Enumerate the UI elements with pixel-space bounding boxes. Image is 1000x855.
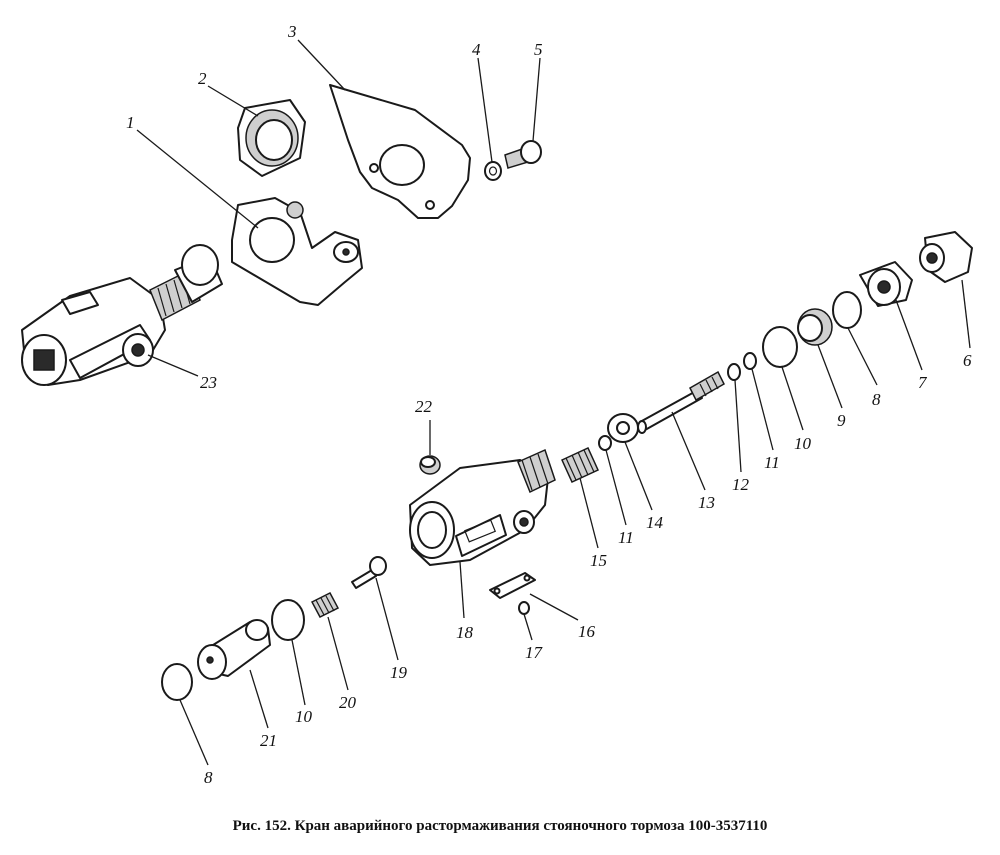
label-part-5: 5 — [534, 40, 543, 59]
part-3-plate — [329, 84, 471, 219]
label-part-15: 15 — [590, 551, 607, 570]
part-13-shaft — [637, 370, 725, 434]
label-part-3: 3 — [287, 22, 297, 41]
label-part-2: 2 — [198, 69, 207, 88]
label-part-9: 9 — [837, 411, 846, 430]
leader-lines — [136, 39, 971, 766]
part-23-valve-assembly — [21, 244, 223, 386]
label-part-23: 23 — [200, 373, 217, 392]
part-5-bolt — [504, 140, 542, 169]
part-10-o-ring-left — [271, 599, 305, 641]
part-6-cap — [919, 231, 973, 283]
part-11-ring-center — [598, 435, 612, 451]
part-19-valve-stem — [351, 556, 387, 589]
label-part-19: 19 — [390, 663, 408, 682]
label-part-8-right: 8 — [872, 390, 881, 409]
label-part-10-left: 10 — [295, 707, 313, 726]
label-part-7: 7 — [918, 373, 928, 392]
part-17-pin — [518, 601, 530, 615]
part-1-bracket — [231, 197, 363, 306]
part-2-hex-nut — [237, 99, 306, 177]
part-4-lock-washer — [484, 161, 502, 181]
part-11-ring-right — [743, 352, 757, 370]
part-10-o-ring-right — [762, 326, 798, 368]
label-part-11-right: 11 — [764, 453, 780, 472]
label-part-6: 6 — [963, 351, 972, 370]
label-part-17: 17 — [525, 643, 544, 662]
label-part-8-left: 8 — [204, 768, 213, 787]
label-part-16: 16 — [578, 622, 596, 641]
figure-caption: Рис. 152. Кран аварийного растормаживани… — [232, 818, 768, 834]
part-9-bushing — [797, 308, 833, 346]
label-part-12: 12 — [732, 475, 750, 494]
part-15-spring — [561, 447, 599, 483]
part-labels: 1 2 3 4 5 6 7 8 8 9 10 10 11 11 12 13 14… — [126, 22, 972, 787]
part-20-spring — [310, 592, 340, 618]
part-8-snap-ring-right — [832, 291, 862, 329]
part-18-valve-body — [409, 448, 556, 566]
label-part-11-center: 11 — [618, 528, 634, 547]
label-part-14: 14 — [646, 513, 664, 532]
part-8-snap-ring-left — [161, 663, 193, 701]
label-part-20: 20 — [339, 693, 357, 712]
part-14-washer — [607, 413, 639, 443]
label-part-18: 18 — [456, 623, 474, 642]
part-16-cover-plate — [489, 572, 536, 599]
part-22-plug — [419, 455, 441, 475]
label-part-13: 13 — [698, 493, 715, 512]
label-part-1: 1 — [126, 113, 135, 132]
label-part-10-right: 10 — [794, 434, 812, 453]
part-12-ring — [727, 363, 741, 381]
label-part-21: 21 — [260, 731, 277, 750]
part-7-boot — [859, 261, 913, 307]
part-21-piston — [197, 619, 271, 680]
label-part-4: 4 — [472, 40, 481, 59]
label-part-22: 22 — [415, 397, 433, 416]
